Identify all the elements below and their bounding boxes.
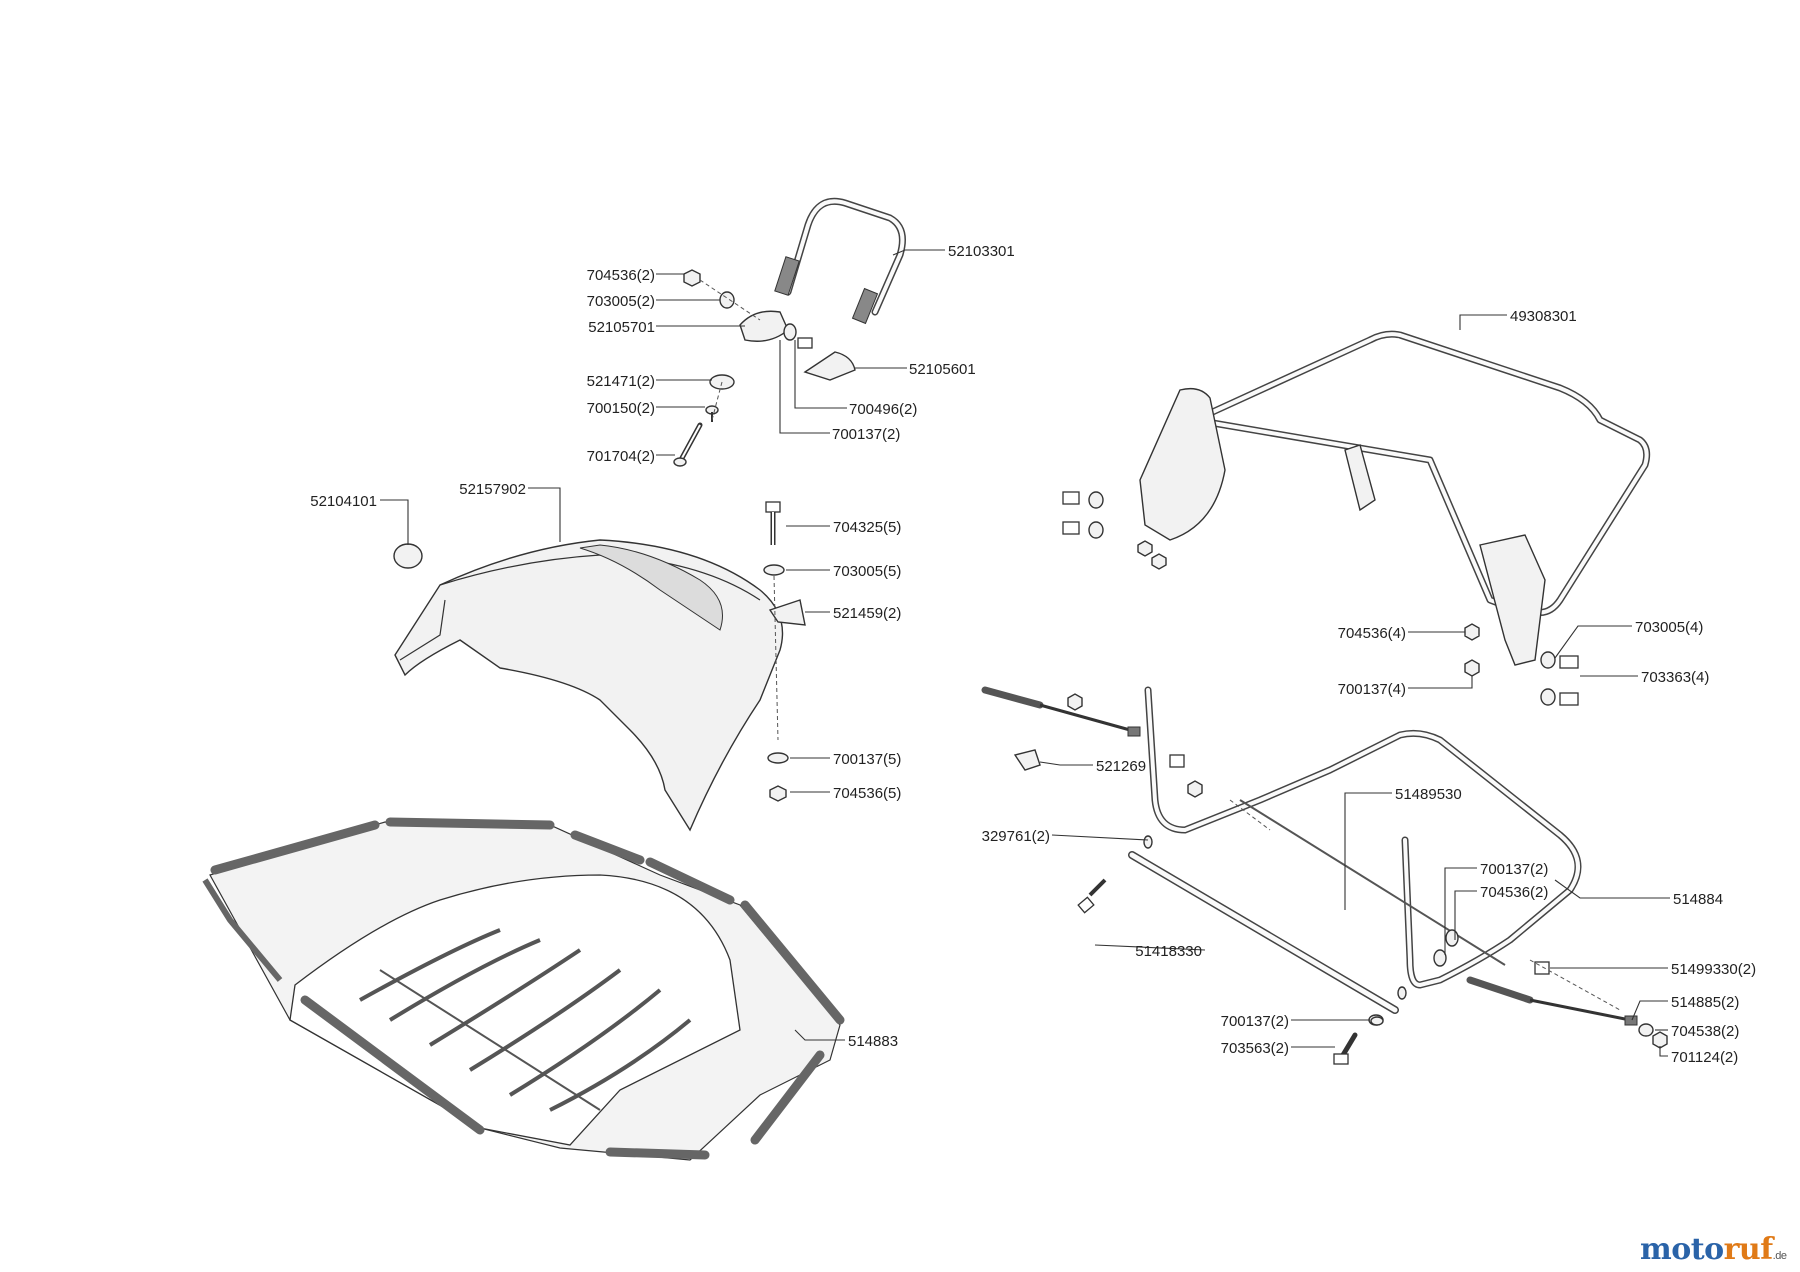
label-704536-2-mid: 704536(2) <box>1480 884 1548 901</box>
label-52105601: 52105601 <box>909 361 976 378</box>
frame-bolts-left-drawing <box>1062 491 1167 570</box>
clamp-left-drawing <box>739 310 789 342</box>
frame-bolts-right-drawing <box>1464 623 1579 706</box>
logo-suffix: .de <box>1772 1250 1787 1262</box>
upper-frame-assembly <box>1062 330 1651 706</box>
label-700496-2: 700496(2) <box>849 401 917 418</box>
label-514885-2: 514885(2) <box>1671 994 1739 1011</box>
label-52105701: 52105701 <box>588 319 655 336</box>
label-521269: 521269 <box>1096 758 1146 775</box>
lower-frame-assembly <box>981 686 1668 1065</box>
label-700137-4: 700137(4) <box>1338 681 1406 698</box>
label-703363-4: 703363(4) <box>1641 669 1709 686</box>
frame-bracket-left-drawing <box>1139 387 1226 541</box>
label-703563-2: 703563(2) <box>1221 1040 1289 1057</box>
label-704536-5: 704536(5) <box>833 785 901 802</box>
label-700137-2-top: 700137(2) <box>832 426 900 443</box>
plug-cap-drawing <box>393 543 423 569</box>
label-700150-2: 700150(2) <box>587 400 655 417</box>
label-51499330-2: 51499330(2) <box>1671 961 1756 978</box>
label-704536-4: 704536(4) <box>1338 625 1406 642</box>
label-52157902: 52157902 <box>459 481 526 498</box>
lower-frame-drawing <box>1144 686 1582 989</box>
gas-strut-right-drawing <box>1466 976 1534 1004</box>
callout-leaders <box>380 249 1670 1057</box>
label-704325-5: 704325(5) <box>833 519 901 536</box>
label-703005-5: 703005(5) <box>833 563 901 580</box>
gas-strut-left-drawing <box>981 686 1044 709</box>
label-51418330: 51418330 <box>1135 943 1202 960</box>
label-700137-2-bottom: 700137(2) <box>1221 1013 1289 1030</box>
label-52104101: 52104101 <box>310 493 377 510</box>
nut-drawing <box>683 269 701 287</box>
handle-grip-assembly <box>673 197 906 467</box>
catcher-lid-assembly <box>393 501 806 832</box>
label-521459-2: 521459(2) <box>833 605 901 622</box>
logo-text-ruf: ruf <box>1723 1232 1774 1267</box>
label-514883: 514883 <box>848 1033 898 1050</box>
label-49308301: 49308301 <box>1510 308 1577 325</box>
washer-drawing <box>719 291 735 309</box>
motoruf-logo: motoruf.de <box>1640 1232 1787 1267</box>
label-701124-2: 701124(2) <box>1671 1049 1738 1066</box>
catcher-bag-assembly <box>202 817 845 1161</box>
label-521471-2: 521471(2) <box>587 373 655 390</box>
callout-labels: 52103301 704536(2) 703005(2) 52105701 52… <box>310 243 1756 1066</box>
label-704538-2: 704538(2) <box>1671 1023 1739 1040</box>
label-700137-2-mid: 700137(2) <box>1480 861 1548 878</box>
clamp-right-drawing <box>803 351 856 381</box>
catcher-lid-drawing <box>394 539 784 832</box>
label-703005-2: 703005(2) <box>587 293 655 310</box>
label-51489530: 51489530 <box>1395 786 1462 803</box>
label-701704-2: 701704(2) <box>587 448 655 465</box>
label-329761-2: 329761(2) <box>982 828 1050 845</box>
label-703005-4: 703005(4) <box>1635 619 1703 636</box>
label-514884: 514884 <box>1673 891 1723 908</box>
frame-bracket-right-drawing <box>1479 534 1546 666</box>
logo-text-moto: moto <box>1640 1232 1724 1267</box>
label-52103301: 52103301 <box>948 243 1015 260</box>
label-704536-2: 704536(2) <box>587 267 655 284</box>
label-700137-5: 700137(5) <box>833 751 901 768</box>
